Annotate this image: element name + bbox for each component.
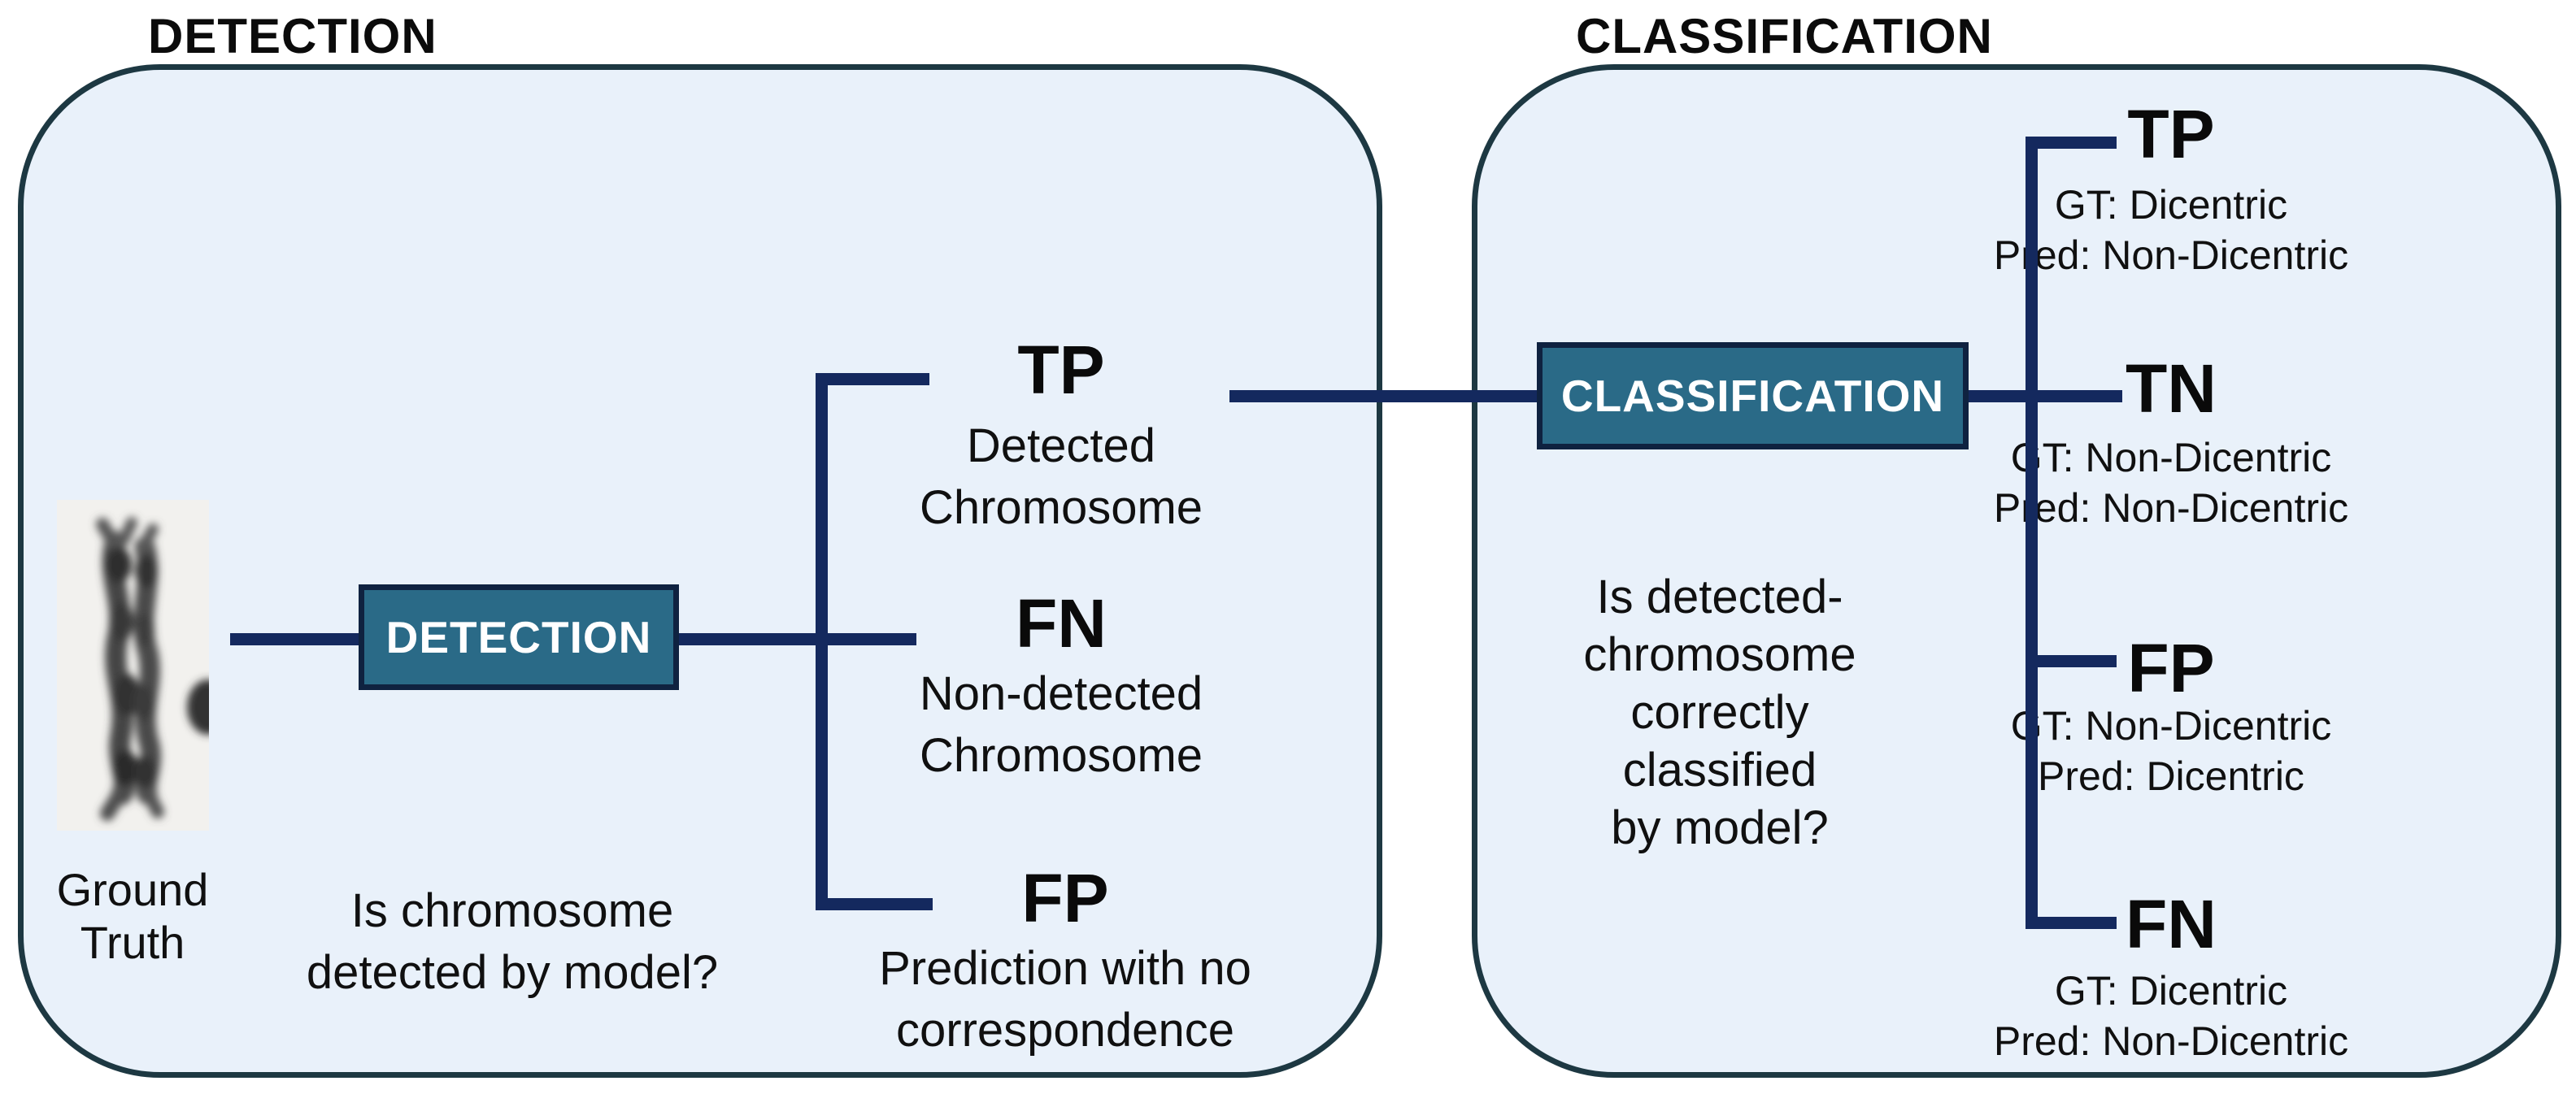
classification-section-title: CLASSIFICATION (1576, 9, 1993, 63)
classification-tn-gt: GT: Non-Dicentric (2010, 435, 2332, 480)
classification-fn-pred: Pred: Non-Dicentric (1993, 1018, 2349, 1064)
ground-truth-label-line1: Ground (56, 864, 209, 915)
detection-outcome-fn: FN (1016, 585, 1107, 662)
line-tp-to-classification-box (1229, 390, 1538, 402)
classification-fn-stub-line (2026, 917, 2117, 929)
classification-question: Is detected- chromosome correctly classi… (1476, 568, 1964, 857)
classification-fp-gt: GT: Non-Dicentric (2010, 703, 2332, 749)
classification-tp-labels: GT: Dicentric Pred: Non-Dicentric (1911, 180, 2431, 280)
classification-outcome-tn: TN (2126, 350, 2217, 427)
detection-fn-desc-line1: Non-detected (919, 667, 1203, 720)
detection-question-line2: detected by model? (306, 946, 719, 999)
detection-panel (18, 64, 1382, 1078)
classification-branch-vertical-line (2026, 137, 2038, 929)
classification-question-line1: Is detected- (1596, 571, 1843, 623)
detection-fn-desc-line2: Chromosome (919, 729, 1203, 782)
line-classification-box-to-tn (1967, 390, 2122, 402)
classification-tn-labels: GT: Non-Dicentric Pred: Non-Dicentric (1911, 432, 2431, 533)
classification-tp-stub-line (2026, 137, 2117, 149)
classification-outcome-tp: TP (2127, 96, 2215, 172)
detection-tp-stub-line (816, 373, 929, 385)
classification-question-line3: correctly (1630, 686, 1809, 739)
classification-fp-labels: GT: Non-Dicentric Pred: Dicentric (1911, 701, 2431, 801)
classification-question-line2: chromosome (1583, 628, 1856, 681)
ground-truth-label-line2: Truth (80, 917, 185, 968)
detection-process-box: DETECTION (359, 584, 679, 690)
detection-fp-desc-line1: Prediction with no (879, 942, 1251, 995)
detection-outcome-fp-desc: Prediction with no correspondence (854, 938, 1277, 1061)
detection-fp-stub-line (816, 898, 933, 910)
classification-fn-gt: GT: Dicentric (2054, 968, 2288, 1014)
classification-tn-pred: Pred: Non-Dicentric (1993, 485, 2349, 531)
classification-fp-stub-line (2026, 655, 2117, 667)
ground-truth-label: Ground Truth (23, 863, 242, 969)
detection-branch-vertical-line (816, 373, 828, 910)
line-image-to-detection-box (230, 633, 359, 645)
detection-outcome-fn-desc: Non-detected Chromosome (850, 663, 1273, 787)
classification-question-line5: by model? (1611, 801, 1829, 854)
classification-question-line4: classified (1622, 744, 1817, 797)
detection-outcome-tp-desc: Detected Chromosome (850, 415, 1273, 539)
classification-outcome-fp: FP (2127, 630, 2215, 706)
detection-question: Is chromosome detected by model? (268, 880, 756, 1004)
detection-outcome-fp: FP (1021, 860, 1109, 936)
detection-section-title: DETECTION (148, 9, 437, 63)
classification-tp-gt: GT: Dicentric (2054, 182, 2288, 228)
classification-fp-pred: Pred: Dicentric (2038, 753, 2304, 799)
detection-fp-desc-line2: correspondence (896, 1004, 1234, 1057)
line-detection-box-to-fn (679, 633, 916, 645)
classification-fn-labels: GT: Dicentric Pred: Non-Dicentric (1911, 966, 2431, 1066)
classification-outcome-fn: FN (2126, 886, 2217, 962)
classification-panel (1472, 64, 2561, 1078)
detection-tp-desc-line2: Chromosome (919, 481, 1203, 534)
detection-question-line1: Is chromosome (350, 884, 674, 937)
detection-tp-desc-line1: Detected (966, 419, 1156, 472)
classification-process-box: CLASSIFICATION (1537, 342, 1969, 449)
detection-outcome-tp: TP (1017, 332, 1105, 408)
chromosome-illustration (57, 500, 209, 831)
ground-truth-chromosome-image (57, 500, 209, 831)
classification-tp-pred: Pred: Non-Dicentric (1993, 232, 2349, 278)
